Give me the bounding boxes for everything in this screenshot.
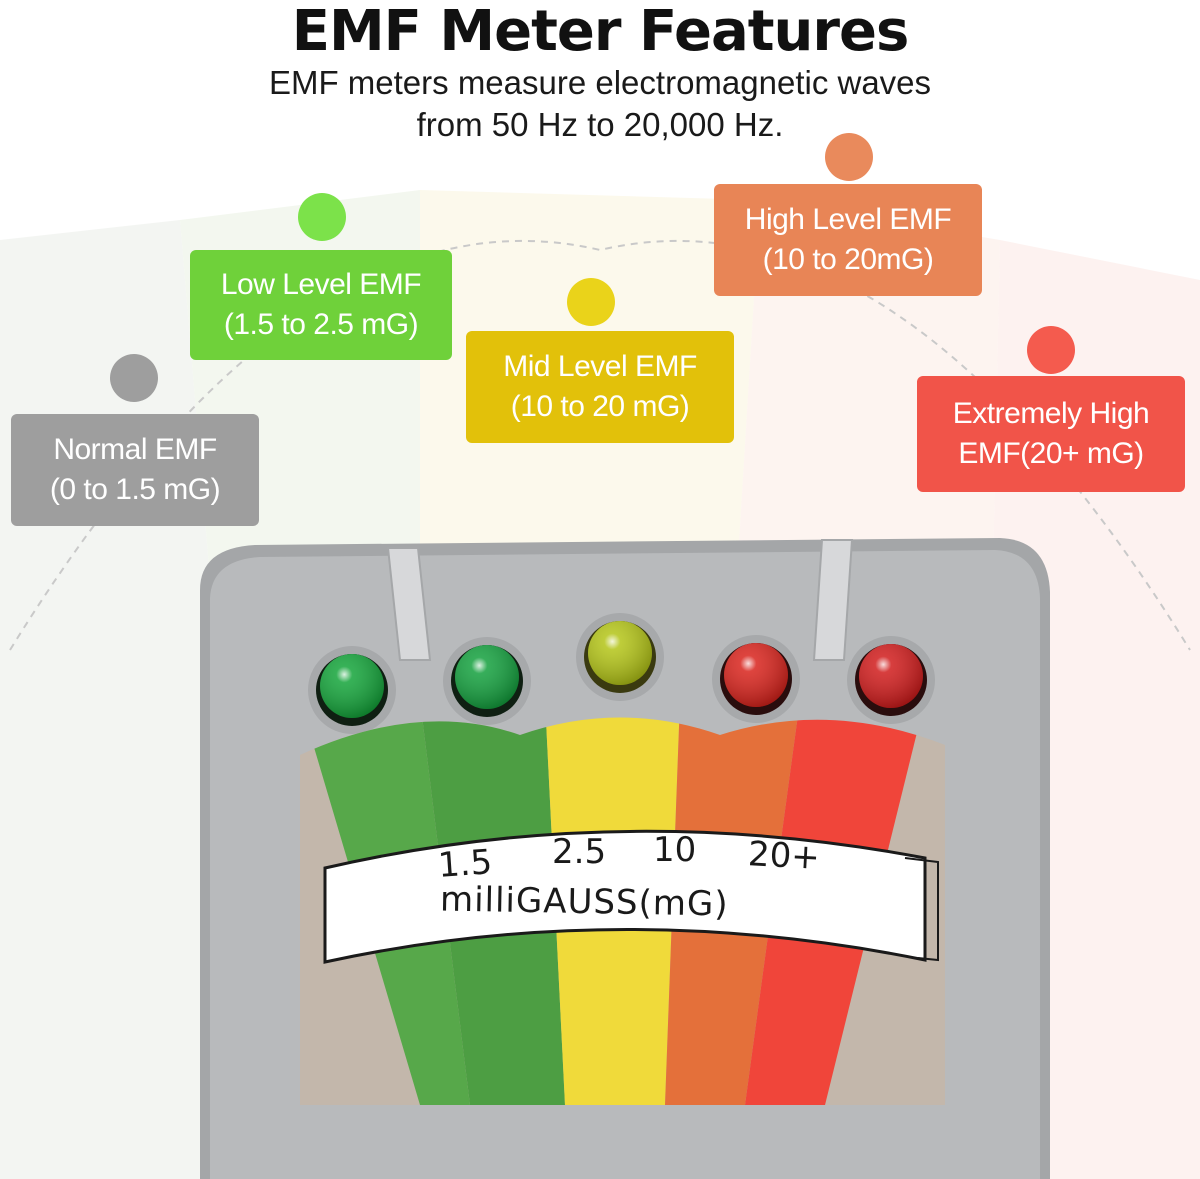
high-level-title: High Level EMF (744, 203, 952, 236)
led-indicator-3 (584, 621, 656, 693)
extreme-level-title: Extremely High (952, 397, 1150, 430)
scale-mark-20-plus: 20+ (747, 834, 821, 878)
extreme-level-label: Extremely High EMF(20+ mG) (917, 376, 1185, 492)
page-subtitle: EMF meters measure electromagnetic waves… (0, 62, 1200, 146)
mid-level-title: Mid Level EMF (503, 350, 697, 383)
scale-mark-10: 10 (653, 830, 697, 870)
mid-level-range: (10 to 20 mG) (510, 390, 690, 423)
led-indicator-5 (855, 644, 927, 716)
scale-mark-2-5: 2.5 (552, 832, 607, 872)
mid-level-dot (567, 278, 615, 326)
subtitle-line-2: from 50 Hz to 20,000 Hz. (416, 106, 784, 143)
low-level-label: Low Level EMF (1.5 to 2.5 mG) (190, 250, 452, 360)
normal-level-label: Normal EMF (0 to 1.5 mG) (11, 414, 259, 526)
high-level-range: (10 to 20mG) (762, 243, 934, 276)
led-indicator-1 (316, 654, 388, 726)
led-indicator-4 (720, 643, 792, 715)
high-level-label: High Level EMF (10 to 20mG) (714, 184, 982, 296)
low-level-dot (298, 193, 346, 241)
extreme-level-dot (1027, 326, 1075, 374)
page-title: EMF Meter Features (291, 0, 910, 64)
low-level-range: (1.5 to 2.5 mG) (223, 308, 419, 341)
extreme-level-range: EMF(20+ mG) (958, 437, 1144, 470)
normal-level-title: Normal EMF (53, 433, 217, 466)
subtitle-line-1: EMF meters measure electromagnetic waves (268, 64, 932, 101)
normal-level-range: (0 to 1.5 mG) (49, 473, 221, 506)
high-level-dot (825, 133, 873, 181)
mid-level-label: Mid Level EMF (10 to 20 mG) (466, 331, 734, 443)
normal-level-dot (110, 354, 158, 402)
meter-unit-label: milliGAUSS(mG) (439, 879, 729, 925)
led-indicator-2 (451, 645, 523, 717)
low-level-title: Low Level EMF (220, 268, 422, 301)
